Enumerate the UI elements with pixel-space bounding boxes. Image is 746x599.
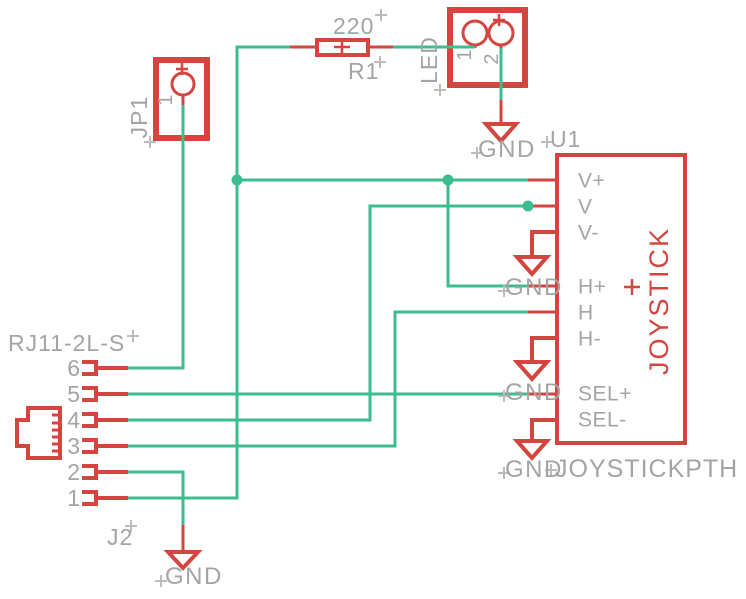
nets — [128, 45, 534, 525]
component-r1 — [290, 38, 393, 57]
led-ref-cross-icon — [434, 84, 446, 96]
gnd-led-cross-icon — [471, 147, 483, 159]
net-pin3-h — [128, 310, 528, 448]
u1-ref-label: U1 — [550, 126, 581, 152]
gnd-icon-selminus — [512, 439, 552, 462]
rj11-jack-icon — [15, 406, 62, 460]
j2-pin2-label: 2 — [67, 459, 80, 485]
gnd-selminus-cross-icon — [498, 467, 510, 479]
led-pin1-label: 1 — [454, 49, 476, 60]
gnd-hminus-cross-icon — [498, 390, 510, 402]
u1-pin-hplus-label: H+ — [578, 276, 606, 299]
gnd-icon-hminus — [512, 360, 552, 383]
u1-pin-h-label: H — [578, 302, 594, 325]
u1-pin-selminus-label: SEL- — [578, 409, 627, 432]
r1-origin-cross-icon — [334, 39, 350, 55]
u1-pin-vplus-label: V+ — [578, 170, 605, 193]
component-j2 — [15, 360, 128, 506]
u1-package-label: JOYSTICKPTH — [555, 455, 738, 483]
j2-pad-5 — [82, 386, 128, 402]
junction-dot-2 — [442, 174, 454, 186]
jp1-origin-cross-icon — [176, 63, 188, 75]
gnd-icon-j2 — [163, 550, 203, 571]
gnd-label-j2: GND — [165, 563, 223, 590]
u1-package-cross-icon — [545, 464, 557, 476]
u1-origin-cross-icon — [624, 279, 640, 295]
r1-ref-label: R1 — [348, 58, 379, 84]
u1-name-label: JOYSTICK — [644, 227, 674, 375]
junction-dot-3 — [522, 200, 534, 212]
component-u1 — [528, 153, 687, 445]
jp1-pad-icon — [170, 71, 196, 97]
net-supply-hplus — [446, 180, 528, 288]
r1-value-cross-icon — [375, 9, 387, 21]
r1-ref-cross-icon — [374, 56, 386, 68]
jp1-pin1-label: 1 — [155, 94, 177, 105]
gnd-label-hminus: GND — [505, 379, 563, 406]
j2-pad-3 — [82, 438, 128, 454]
j2-pin5-label: 5 — [67, 381, 80, 407]
gnd-icon-vminus — [512, 255, 552, 278]
led-pad1-icon — [461, 19, 489, 47]
net-jp1-pin6 — [128, 105, 185, 370]
j2-pin4-label: 4 — [67, 407, 80, 433]
net-pin2-gnd — [128, 470, 185, 525]
j2-pad-2 — [82, 464, 128, 480]
j2-pin-pads — [82, 360, 128, 506]
led-pin2-label: 2 — [481, 53, 503, 64]
junction-dot-1 — [231, 174, 243, 186]
j2-value-cross-icon — [127, 330, 139, 342]
origin-crosses — [125, 9, 557, 587]
gnd-label-led: GND — [478, 136, 536, 163]
j2-ref-cross-icon — [125, 520, 137, 532]
jp1-ref-cross-icon — [144, 136, 156, 148]
led-pad2-icon — [487, 19, 515, 47]
gnd-label-vminus: GND — [505, 274, 563, 301]
gnd-stem-selminus — [530, 418, 555, 441]
led-origin-cross-icon — [493, 14, 505, 26]
u1-pin-selplus-label: SEL+ — [578, 383, 632, 406]
j2-pin1-label: 1 — [67, 485, 80, 511]
u1-pin-vminus-label: V- — [578, 222, 599, 245]
j2-ref-label: J2 — [107, 524, 133, 550]
j2-pad-6 — [82, 360, 128, 376]
rj11-contacts-icon — [52, 413, 60, 453]
j2-pad-1 — [82, 490, 128, 506]
gnd-stem-hminus — [530, 336, 555, 362]
jp1-ref-label: JP1 — [126, 96, 152, 139]
led-ref-label: LED — [416, 36, 442, 84]
j2-value-label: RJ11-2L-S — [8, 330, 125, 356]
gnd-label-selminus: GND — [505, 456, 563, 483]
u1-ref-cross-icon — [541, 136, 553, 148]
gnd-symbols — [163, 100, 555, 571]
j2-pad-4 — [82, 412, 128, 428]
gnd-j2-cross-icon — [155, 575, 167, 587]
u1-outline — [555, 153, 687, 445]
u1-pin-hminus-label: H- — [578, 328, 601, 351]
u1-pin-v-label: V — [578, 196, 593, 219]
labels: JP1 1 220 R1 LED 1 2 U1 V+ V V- H+ H H- … — [8, 13, 738, 590]
j2-pin3-label: 3 — [67, 433, 80, 459]
r1-value-label: 220 — [333, 13, 374, 39]
gnd-stem-vminus — [530, 230, 555, 257]
net-pin4-v — [128, 204, 528, 422]
gnd-vminus-cross-icon — [498, 285, 510, 297]
gnd-icon-led — [481, 122, 521, 145]
j2-pin6-label: 6 — [67, 355, 80, 381]
